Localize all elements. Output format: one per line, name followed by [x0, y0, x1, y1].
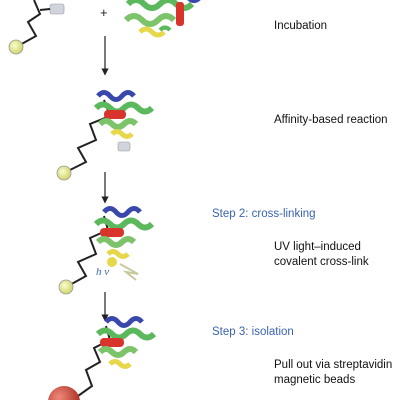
hv-symbol: h v: [96, 266, 110, 278]
stage2-label: Affinity-based reaction: [274, 114, 388, 126]
stage4-label-line2: magnetic beads: [274, 374, 356, 386]
stage3-label-line2: covalent cross-link: [274, 256, 369, 268]
stage2-complex: [56, 90, 155, 181]
stage4-label-line1: Pull out via streptavidin: [274, 359, 393, 371]
step2-title: Step 2: cross-linking: [212, 208, 316, 220]
step3-title: Step 3: isolation: [212, 326, 294, 338]
stage1-probe: [8, 0, 65, 55]
uv-ray-icon: [119, 263, 139, 281]
stage1-label: Incubation: [274, 20, 328, 32]
stage4-complex: [48, 316, 157, 400]
plus-operator: +: [100, 5, 108, 20]
stage3-complex: [58, 206, 155, 295]
magnetic-bead: [48, 386, 80, 400]
stage1-protein: [123, 0, 201, 38]
stage3-label-line1: UV light–induced: [274, 241, 361, 253]
